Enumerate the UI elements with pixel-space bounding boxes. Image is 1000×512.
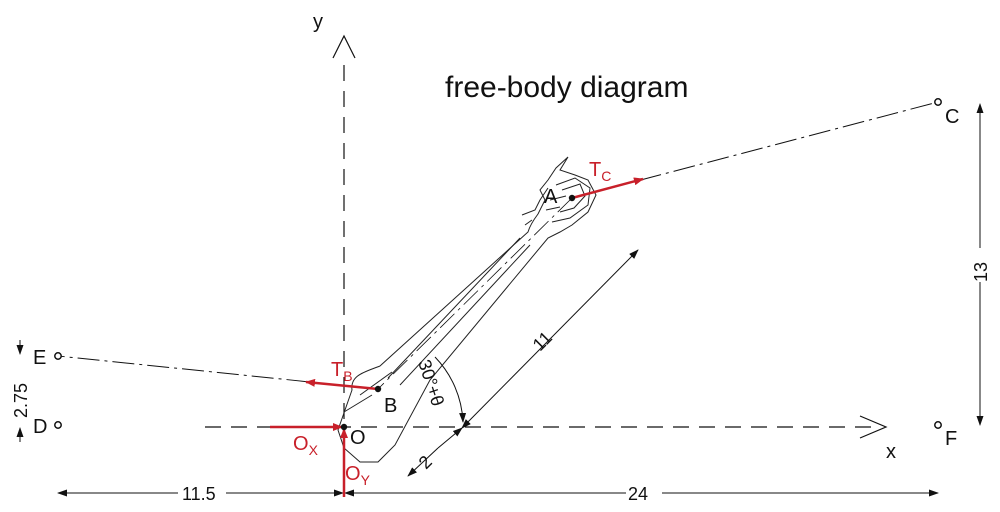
- dimension-vertical-ed: 2.75: [11, 340, 31, 442]
- point-C-marker: [934, 98, 942, 106]
- ed-label: 2.75: [11, 383, 31, 418]
- force-TC-label: TC: [589, 159, 611, 184]
- point-E-label: E: [33, 347, 46, 369]
- force-arrows: [270, 177, 644, 497]
- left-span-mask: [178, 482, 226, 504]
- cables: [57, 101, 939, 390]
- offset-dimension-ext: [437, 427, 463, 449]
- force-OY-label: OY: [345, 463, 371, 488]
- force-OX-label: OX: [293, 433, 319, 458]
- point-D-label: D: [33, 416, 47, 438]
- elbow-detail: [343, 371, 393, 413]
- forearm-bones: [387, 237, 531, 386]
- offset-dimension-line: [407, 447, 439, 477]
- point-E-marker: [54, 352, 62, 360]
- points: A B C D E F O: [33, 98, 959, 450]
- left-span-label: 11.5: [182, 484, 216, 504]
- point-D-marker: [54, 421, 62, 429]
- arm-length-dimension-line: [461, 249, 639, 429]
- force-TB-arrow: [305, 378, 379, 391]
- right-span-label: 24: [628, 484, 648, 504]
- force-TC-arrow: [571, 177, 644, 200]
- point-F-marker: [934, 421, 942, 429]
- force-labels: TC TB OX OY: [293, 159, 611, 488]
- arm-silhouette: [337, 156, 597, 463]
- point-B-label: B: [384, 395, 397, 417]
- x-axis-label: x: [886, 441, 896, 463]
- arm-centerline: [377, 197, 573, 390]
- point-A-marker: [568, 194, 576, 202]
- force-TB-label: TB: [331, 359, 353, 384]
- point-B-marker: [374, 385, 382, 393]
- angle-annotation: 30°+θ: [414, 356, 467, 423]
- point-O-marker: [340, 423, 348, 431]
- x-axis-arrow-icon: [859, 415, 888, 439]
- point-C-label: C: [945, 106, 959, 128]
- dimension-offset: 2: [407, 427, 463, 477]
- arm-length-label: 11: [529, 327, 556, 354]
- cf-mask: [970, 248, 990, 282]
- thumb-detail: [521, 187, 549, 226]
- right-span-mask: [626, 482, 662, 504]
- point-O-label: O: [350, 427, 366, 449]
- dimension-arm-length: 11: [461, 249, 639, 429]
- y-axis-arrow-icon: [332, 34, 356, 59]
- offset-label: 2: [415, 452, 436, 473]
- point-A-label: A: [544, 186, 558, 208]
- y-axis-label: y: [313, 11, 323, 33]
- hand-detail: [545, 177, 591, 223]
- dimension-horizontal: 11.5 24: [57, 482, 939, 504]
- cf-label: 13: [971, 262, 991, 282]
- dimension-vertical-cf: 13: [970, 103, 991, 426]
- point-F-label: F: [945, 428, 957, 450]
- diagram-title: free-body diagram: [445, 71, 688, 104]
